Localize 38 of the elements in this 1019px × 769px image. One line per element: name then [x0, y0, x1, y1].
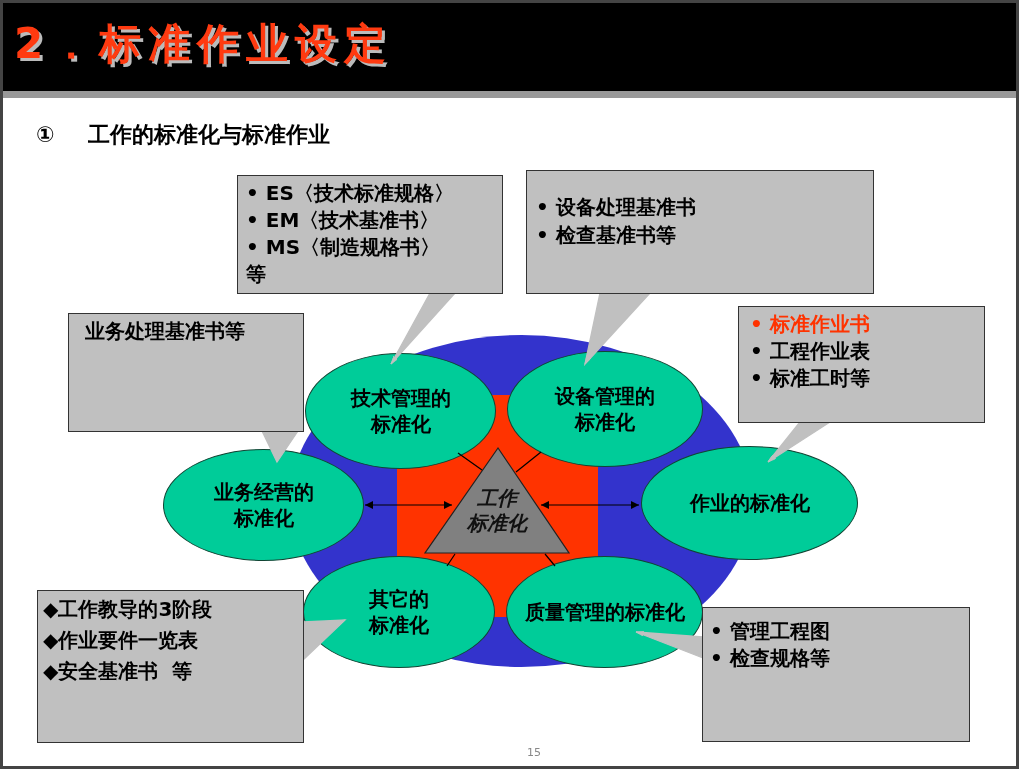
circled-number: ① [36, 121, 55, 149]
list-item: • ES〈技术标准规格〉 [246, 180, 455, 207]
list-item: • 工程作业表 [750, 338, 871, 365]
connector-line [515, 451, 542, 473]
shape-label: 业务经营的标准化 [212, 479, 315, 531]
shape-label: 质量管理的标准化 [523, 599, 686, 625]
shape-label: 标准化 [467, 510, 527, 536]
list-item: • 检查基准书等 [536, 222, 677, 249]
shape-label: 作业的标准化 [688, 490, 811, 516]
callout-box [68, 313, 304, 432]
list-item: 业务处理基准书等 [85, 318, 246, 345]
list-item: ◆安全基准书 等 [43, 658, 194, 685]
shape-label: 技术管理的标准化 [349, 385, 452, 437]
connector-line [446, 553, 456, 567]
callout-box [702, 607, 970, 742]
list-item: • 设备处理基准书 [536, 194, 697, 221]
callout-tail [635, 630, 704, 659]
connector-line [457, 452, 483, 471]
topic-ellipse [506, 556, 703, 668]
list-item: • EM〈技术基准书〉 [246, 207, 441, 234]
list-item: ◆作业要件一览表 [43, 627, 200, 654]
list-item: • 检查规格等 [710, 645, 831, 672]
arrow [540, 501, 640, 509]
slide-title: 2．标准作业设定 [14, 18, 394, 70]
arrow [364, 501, 453, 509]
shape-label: 设备管理的标准化 [553, 383, 656, 435]
list-item: ◆工作教导的3阶段 [43, 596, 214, 623]
page-number: 15 [527, 745, 541, 761]
list-item: • MS〈制造规格书〉 [246, 234, 442, 261]
list-item: • 标准工时等 [750, 365, 871, 392]
section-heading: 工作的标准化与标准作业 [88, 121, 330, 149]
list-item: 等 [246, 261, 267, 288]
connector-line [544, 553, 556, 567]
list-item: • 管理工程图 [710, 618, 831, 645]
callout-box [37, 590, 304, 743]
list-item: • 标准作业书 [750, 311, 871, 338]
shape-label: 其它的标准化 [367, 586, 430, 638]
callout-tail [583, 292, 651, 367]
